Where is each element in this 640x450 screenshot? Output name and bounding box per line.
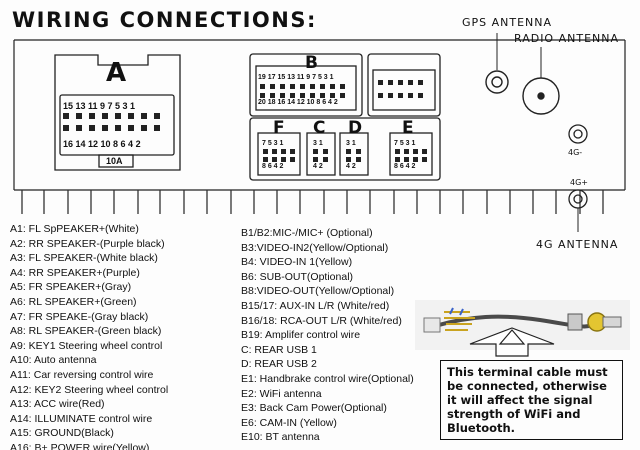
connector-a-tag: 10A xyxy=(106,156,123,166)
note-line: This terminal cable must xyxy=(447,365,608,379)
connector-e-letter: E xyxy=(402,118,414,138)
connector-a-pin-list: A1: FL SpPEAKER+(White) A2: RR SPEAKER-(… xyxy=(10,222,168,450)
connector-b-shell xyxy=(249,53,441,117)
connector-c-top-pins: 3 1 xyxy=(313,140,323,147)
note-line: be connected, otherwise xyxy=(447,379,607,393)
list-item: A15: GROUND(Black) xyxy=(10,427,114,440)
connector-a-bottom-pins: 16 14 12 10 8 6 4 2 xyxy=(63,139,141,149)
list-item: A9: KEY1 Steering wheel control xyxy=(10,339,163,352)
list-item: E6: CAM-IN (Yellow) xyxy=(241,416,337,429)
list-item: B16/18: RCA-OUT L/R (White/red) xyxy=(241,314,402,327)
connector-b-pins xyxy=(260,80,423,98)
list-item: B19: Amplifer control wire xyxy=(241,329,361,342)
list-item: A5: FR SPEAKER+(Gray) xyxy=(10,281,132,294)
list-item: E3: Back Cam Power(Optional) xyxy=(241,402,387,415)
connector-e-bottom-pins: 8 6 4 2 xyxy=(394,163,416,170)
list-item: A6: RL SPEAKER+(Green) xyxy=(10,295,137,308)
list-item: A2: RR SPEAKER-(Purple black) xyxy=(10,237,165,250)
radio-antenna-socket xyxy=(522,77,560,115)
note-pointer-arrow xyxy=(469,327,555,357)
4g-plus-socket xyxy=(568,189,588,209)
connector-fcde-pins xyxy=(263,149,427,162)
connector-b-bottom-pins: 20 18 16 14 12 10 8 6 4 2 xyxy=(258,99,338,106)
list-item: E10: BT antenna xyxy=(241,431,320,444)
connector-a-top-pins: 15 13 11 9 7 5 3 1 xyxy=(63,101,136,111)
connector-b-to-e-pin-list: B1/B2:MIC-/MIC+ (Optional) B3:VIDEO-IN2(… xyxy=(241,226,414,445)
connector-d-bottom-pins: 4 2 xyxy=(346,163,356,170)
list-item: A14: ILLUMINATE control wire xyxy=(10,412,153,425)
4g-antenna-label: 4G ANTENNA xyxy=(536,238,619,251)
list-item: B4: VIDEO-IN 1(Yellow) xyxy=(241,256,353,269)
list-item: A7: FR SPEAKE-(Gray black) xyxy=(10,310,149,323)
list-item: B15/17: AUX-IN L/R (White/red) xyxy=(241,299,390,312)
connector-b-letter: B xyxy=(305,53,318,73)
terminal-cable-note: This terminal cable must be connected, o… xyxy=(440,360,623,440)
connector-a-shell xyxy=(54,54,181,171)
list-item: A1: FL SpPEAKER+(White) xyxy=(10,223,139,235)
connector-d-letter: D xyxy=(348,118,363,138)
panel-frame xyxy=(13,39,626,191)
list-item: E2: WiFi antenna xyxy=(241,387,322,400)
note-line: it will affect the signal xyxy=(447,393,593,407)
4g-plus-label: 4G+ xyxy=(570,178,588,187)
connector-b-top-pins: 19 17 15 13 11 9 7 5 3 1 xyxy=(258,74,334,81)
connector-f-top-pins: 7 5 3 1 xyxy=(262,140,284,147)
gps-antenna-label: GPS ANTENNA xyxy=(462,16,553,29)
connector-fcde-shell xyxy=(249,117,441,181)
4g-minus-socket xyxy=(568,124,588,144)
list-item: A3: FL SPEAKER-(White black) xyxy=(10,252,158,265)
list-item: B8:VIDEO-OUT(Yellow/Optional) xyxy=(241,285,395,298)
list-item: A13: ACC wire(Red) xyxy=(10,398,105,411)
note-line: strength of WiFi and xyxy=(447,407,581,421)
gps-antenna-socket xyxy=(485,70,509,94)
list-item: C: REAR USB 1 xyxy=(241,343,317,356)
antenna-leader-lines xyxy=(496,33,579,232)
cooling-fins xyxy=(21,190,604,214)
list-item: A10: Auto antenna xyxy=(10,354,97,367)
list-item: A4: RR SPEAKER+(Purple) xyxy=(10,266,140,279)
connector-d-top-pins: 3 1 xyxy=(346,140,356,147)
list-item: B1/B2:MIC-/MIC+ (Optional) xyxy=(241,227,373,239)
connector-a-pins xyxy=(63,113,160,131)
radio-antenna-label: RADIO ANTENNA xyxy=(514,32,619,45)
connector-f-letter: F xyxy=(273,118,285,138)
list-item: A11: Car reversing control wire xyxy=(10,368,154,381)
4g-minus-label: 4G- xyxy=(568,148,583,157)
list-item: A8: RL SPEAKER-(Green black) xyxy=(10,325,162,338)
connector-c-bottom-pins: 4 2 xyxy=(313,163,323,170)
connector-a-letter: A xyxy=(106,58,127,88)
list-item: B3:VIDEO-IN2(Yellow/Optional) xyxy=(241,241,389,254)
list-item: A12: KEY2 Steering wheel control xyxy=(10,383,169,396)
connector-c-letter: C xyxy=(313,118,326,138)
list-item: B6: SUB-OUT(Optional) xyxy=(241,270,354,283)
list-item: A16: B+ POWER wire(Yellow) xyxy=(10,441,150,450)
page-title: WIRING CONNECTIONS: xyxy=(12,8,317,32)
note-line: Bluetooth. xyxy=(447,421,516,435)
connector-f-bottom-pins: 8 6 4 2 xyxy=(262,163,284,170)
list-item: E1: Handbrake control wire(Optional) xyxy=(241,372,414,385)
list-item: D: REAR USB 2 xyxy=(241,358,317,371)
connector-e-top-pins: 7 5 3 1 xyxy=(394,140,416,147)
